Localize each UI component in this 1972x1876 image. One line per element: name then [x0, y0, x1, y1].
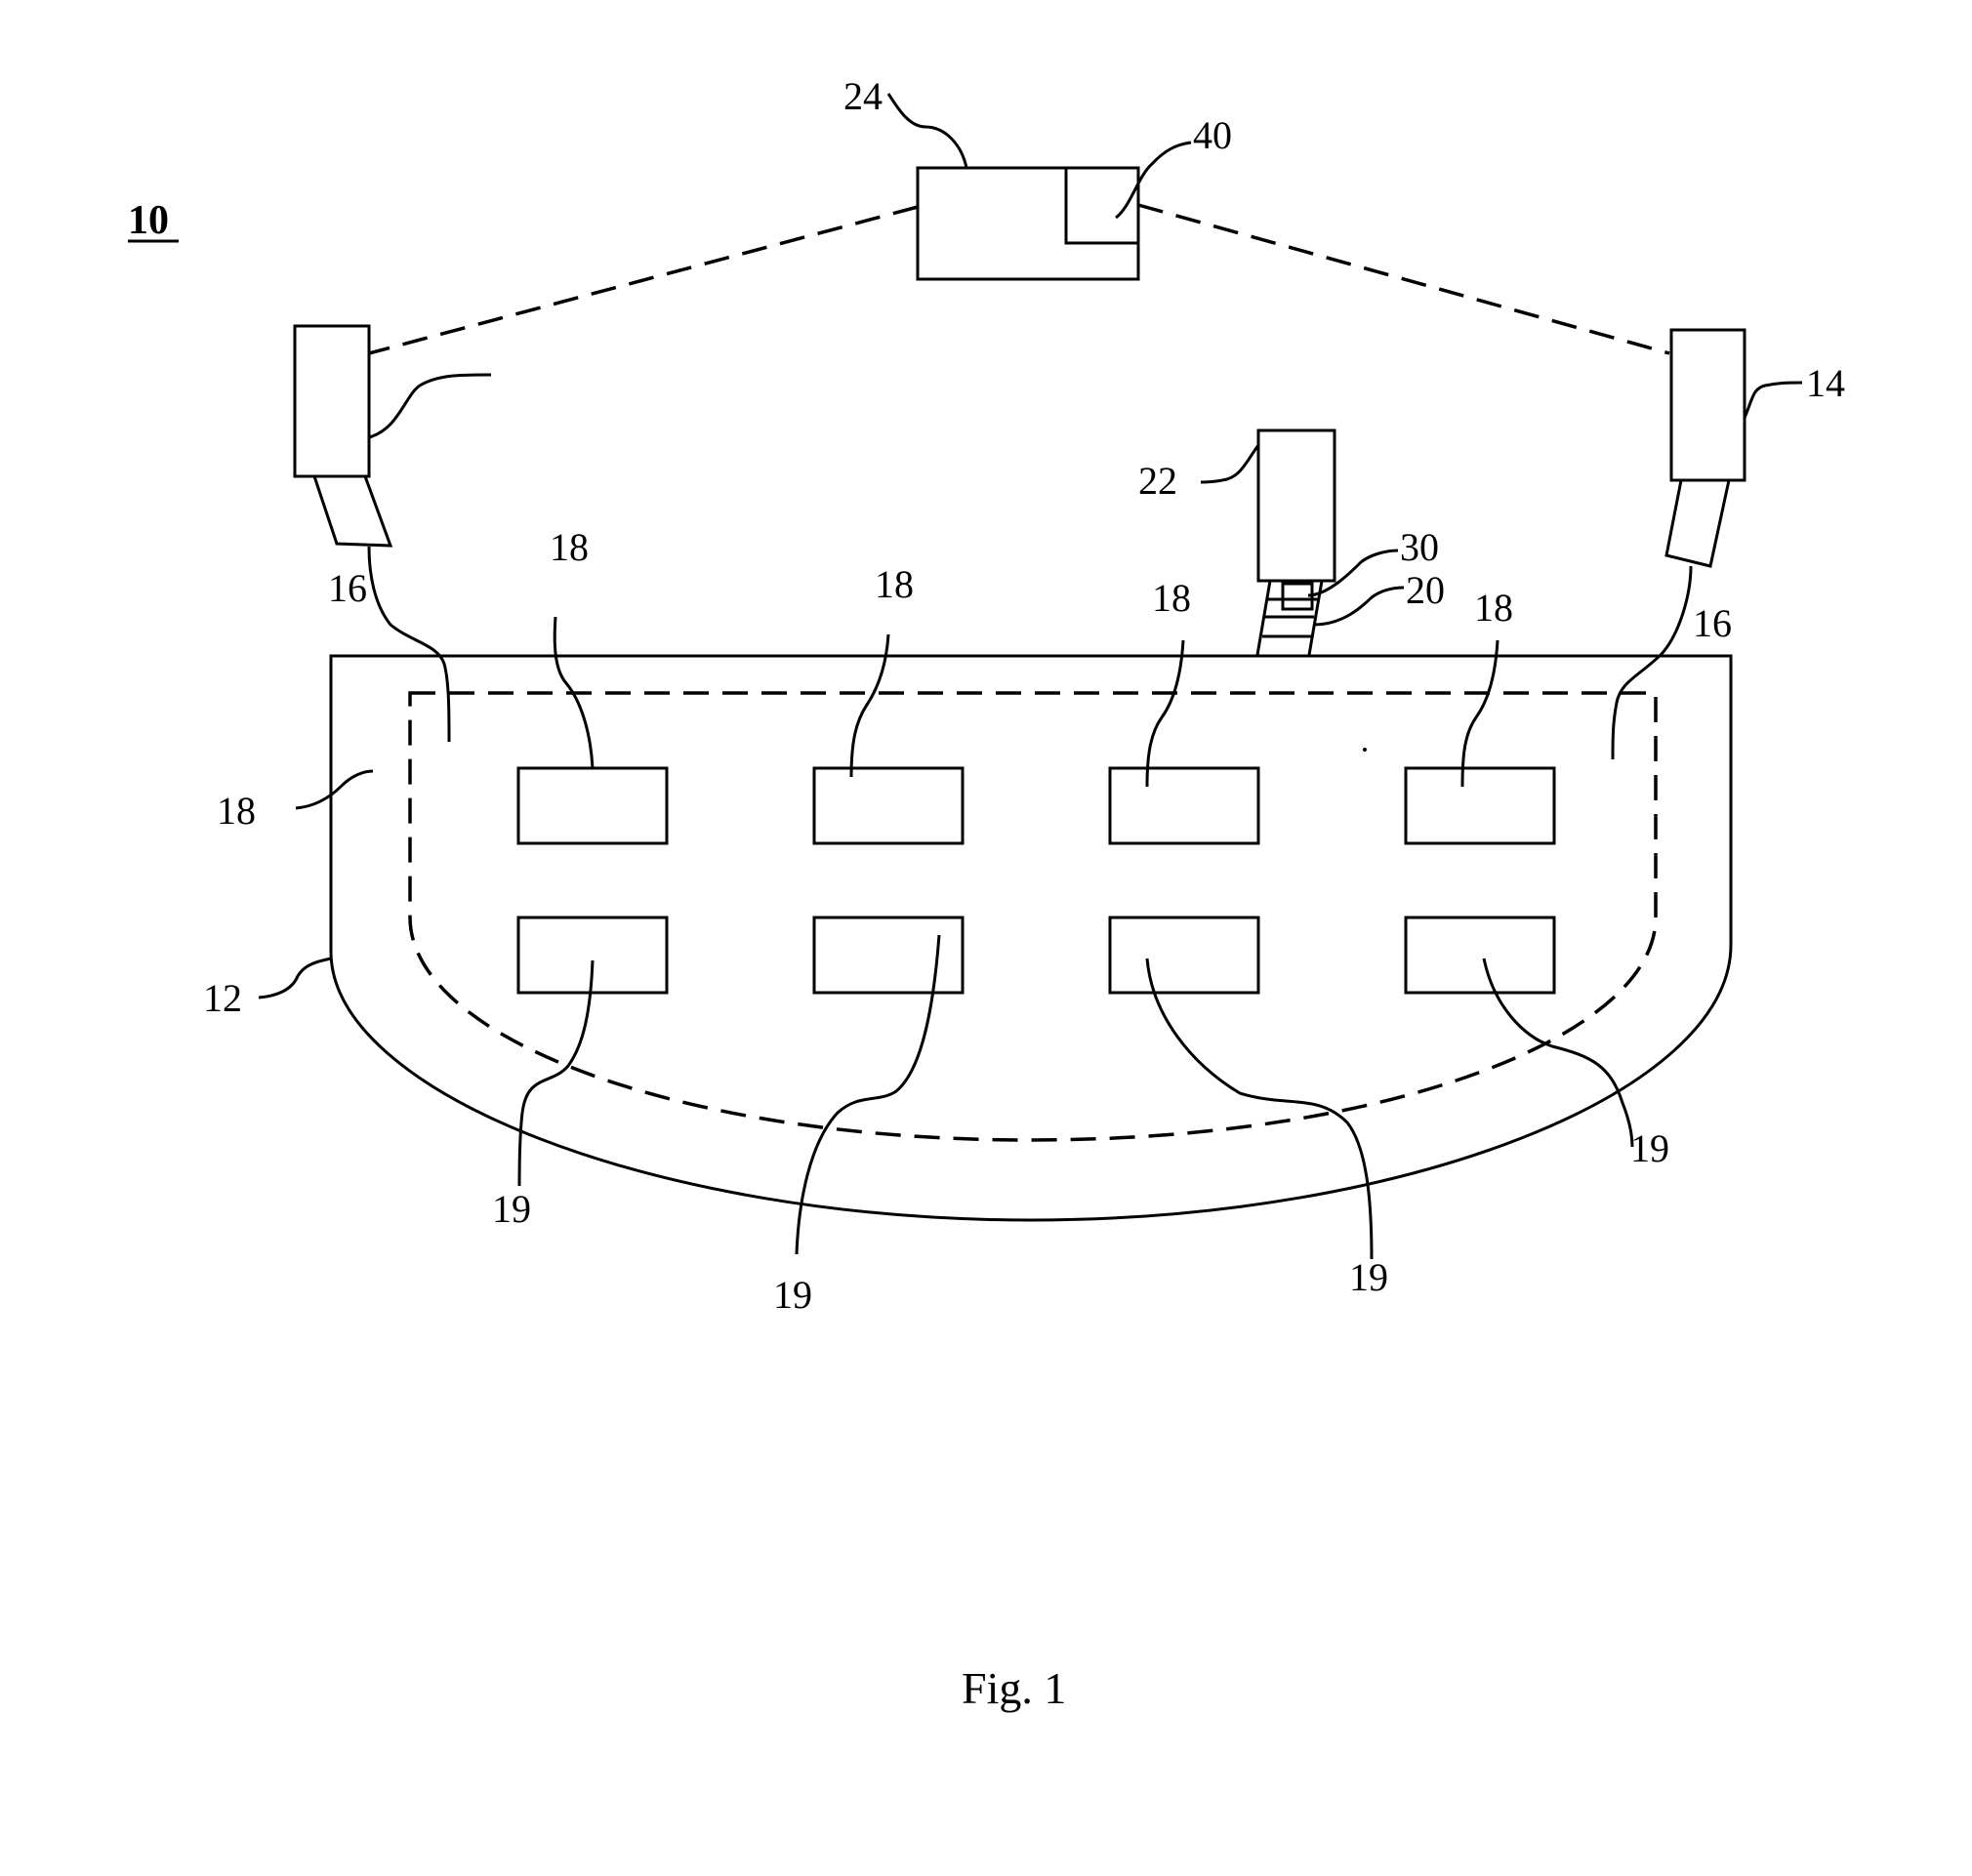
- label-controller-module: 40: [1193, 113, 1232, 157]
- label-controller: 24: [843, 74, 883, 118]
- camera-left-lens: [314, 476, 390, 546]
- top-item-1: [518, 768, 667, 843]
- camera-right-lens: [1666, 480, 1729, 566]
- leader-region-outer: [296, 771, 373, 808]
- leader-bottom-item-4: [1484, 958, 1632, 1147]
- label-bottom-item-4: 19: [1630, 1126, 1669, 1170]
- label-lens-left: 16: [328, 566, 367, 610]
- leader-controller-module: [1116, 143, 1191, 218]
- leader-lens-left: [369, 547, 449, 742]
- device-part-30: [1283, 584, 1312, 609]
- leader-device-part-20: [1314, 588, 1404, 625]
- label-region-outer: 18: [217, 789, 256, 833]
- container-outline: [331, 656, 1731, 1220]
- link-left: [369, 207, 918, 353]
- label-bottom-item-2: 19: [773, 1273, 812, 1317]
- label-top-item-4: 18: [1474, 586, 1513, 630]
- top-item-4: [1406, 768, 1554, 843]
- bottom-item-2: [814, 918, 963, 993]
- label-top-item-2: 18: [875, 562, 914, 606]
- bottom-item-3: [1110, 918, 1258, 993]
- controller-unit: [918, 168, 1138, 279]
- top-item-3: [1110, 768, 1258, 843]
- camera-left-body: [295, 326, 369, 476]
- leader-device: [1201, 445, 1258, 482]
- label-camera-right: 14: [1806, 361, 1845, 405]
- dot-mark: [1363, 748, 1367, 752]
- top-item-2: [814, 768, 963, 843]
- label-device-part-20: 20: [1406, 568, 1445, 612]
- leader-controller: [888, 94, 966, 168]
- camera-right: [1666, 330, 1745, 566]
- device-unit: [1257, 430, 1335, 655]
- label-bottom-item-3: 19: [1349, 1255, 1388, 1299]
- label-top-item-1: 18: [550, 525, 589, 569]
- leader-top-item-4: [1462, 640, 1498, 787]
- label-device: 22: [1138, 459, 1177, 503]
- leader-container: [259, 958, 331, 998]
- bottom-item-4: [1406, 918, 1554, 993]
- leader-top-item-3: [1147, 640, 1183, 787]
- device-body: [1258, 430, 1335, 581]
- leader-bottom-item-1: [519, 960, 593, 1186]
- camera-right-body: [1671, 330, 1745, 480]
- link-right: [1138, 205, 1669, 353]
- figure-caption: Fig. 1: [962, 1663, 1066, 1713]
- leader-camera-left: [369, 375, 491, 437]
- label-top-item-3: 18: [1152, 576, 1191, 620]
- label-device-part-30: 30: [1400, 525, 1439, 569]
- controller-box: [918, 168, 1138, 279]
- figure-number: 10: [128, 198, 169, 243]
- label-container: 12: [203, 976, 242, 1020]
- label-bottom-item-1: 19: [492, 1187, 531, 1231]
- label-lens-right: 16: [1693, 601, 1732, 645]
- leader-lens-right: [1613, 566, 1691, 759]
- leader-camera-right: [1745, 383, 1802, 418]
